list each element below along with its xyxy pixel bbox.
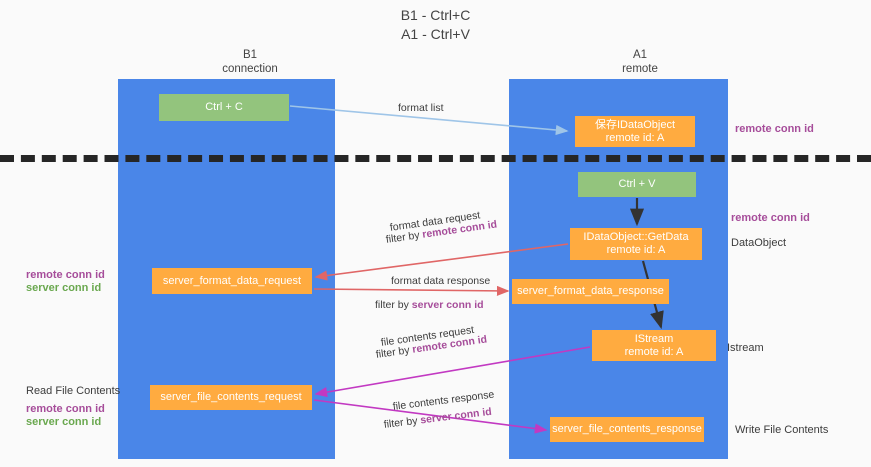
annotation-left-remote-conn-id-1: remote conn id: [26, 268, 105, 282]
annotation-right-dataobject: DataObject: [731, 236, 786, 250]
node-idataobject-getdata[interactable]: IDataObject::GetData remote id: A: [570, 228, 702, 260]
node-server-format-data-response[interactable]: server_format_data_response: [512, 279, 669, 304]
filter-prefix: filter by: [375, 299, 412, 311]
annotation-left-remote-conn-id-2: remote conn id: [26, 402, 105, 416]
column-header-a1: A1 remote: [622, 49, 658, 75]
annotation-right-write-file-contents: Write File Contents: [735, 423, 828, 437]
annotation-text: server conn id: [26, 282, 102, 294]
node-idataobject-remote[interactable]: 保存IDataObject remote id: A: [575, 116, 695, 147]
node-label: server_file_contents_request: [160, 391, 302, 403]
annotation-right-remote-conn-id-top: remote conn id: [735, 122, 814, 136]
node-label: Ctrl + V: [618, 178, 656, 190]
annotation-text: remote conn id: [735, 123, 814, 135]
node-server-file-contents-response[interactable]: server_file_contents_response: [550, 417, 704, 442]
node-ctrl-v[interactable]: Ctrl + V: [578, 172, 696, 197]
annotation-right-istream: Istream: [727, 341, 764, 355]
node-server-format-data-request[interactable]: server_format_data_request: [152, 268, 312, 294]
diagram-title: B1 - Ctrl+C A1 - Ctrl+V: [400, 7, 471, 42]
node-sublabel: remote id: A: [624, 345, 684, 358]
annotation-text: remote conn id: [26, 269, 105, 281]
node-label: 保存IDataObject: [594, 118, 676, 131]
edge-label-format-list: format list: [398, 101, 444, 115]
node-label: IDataObject::GetData: [583, 231, 689, 243]
node-label: server_format_data_response: [517, 285, 664, 297]
annotation-text: Write File Contents: [735, 424, 829, 436]
annotation-right-remote-conn-id-mid: remote conn id: [731, 211, 810, 225]
annotation-text: Istream: [727, 342, 764, 354]
filter-prefix: filter by: [385, 228, 424, 246]
edge-label-format-data-response: format data response: [391, 274, 490, 288]
node-sublabel: remote id: A: [605, 131, 665, 144]
annotation-left-server-conn-id-1: server conn id: [26, 281, 101, 295]
node-istream[interactable]: IStream remote id: A: [592, 330, 716, 361]
annotation-text: DataObject: [731, 237, 787, 249]
node-server-file-contents-request[interactable]: server_file_contents_request: [150, 385, 312, 410]
annotation-left-read-file-contents: Read File Contents: [26, 384, 120, 398]
edge-label-text: format data response: [391, 275, 491, 287]
phase-divider: [0, 155, 871, 162]
edge-label-format-data-response-filter: filter by server conn id: [375, 298, 484, 312]
node-label: Ctrl + C: [205, 101, 243, 113]
annotation-left-server-conn-id-2: server conn id: [26, 415, 101, 429]
node-sublabel: remote id: A: [606, 244, 666, 256]
edge-label-text: format list: [398, 102, 444, 114]
column-header-b1: B1 connection: [222, 49, 278, 75]
annotation-text: Read File Contents: [26, 385, 121, 397]
node-label: server_file_contents_response: [552, 423, 702, 435]
filter-prefix: filter by: [375, 343, 414, 361]
node-label: server_format_data_request: [162, 274, 302, 287]
annotation-text: server conn id: [26, 416, 102, 428]
node-ctrl-c[interactable]: Ctrl + C: [159, 94, 289, 121]
annotation-text: remote conn id: [731, 212, 810, 224]
filter-key: server conn id: [411, 299, 484, 311]
annotation-text: remote conn id: [26, 403, 105, 415]
filter-prefix: filter by: [383, 414, 422, 431]
edge-format-data-response: [313, 285, 510, 297]
node-label: IStream: [634, 332, 674, 345]
